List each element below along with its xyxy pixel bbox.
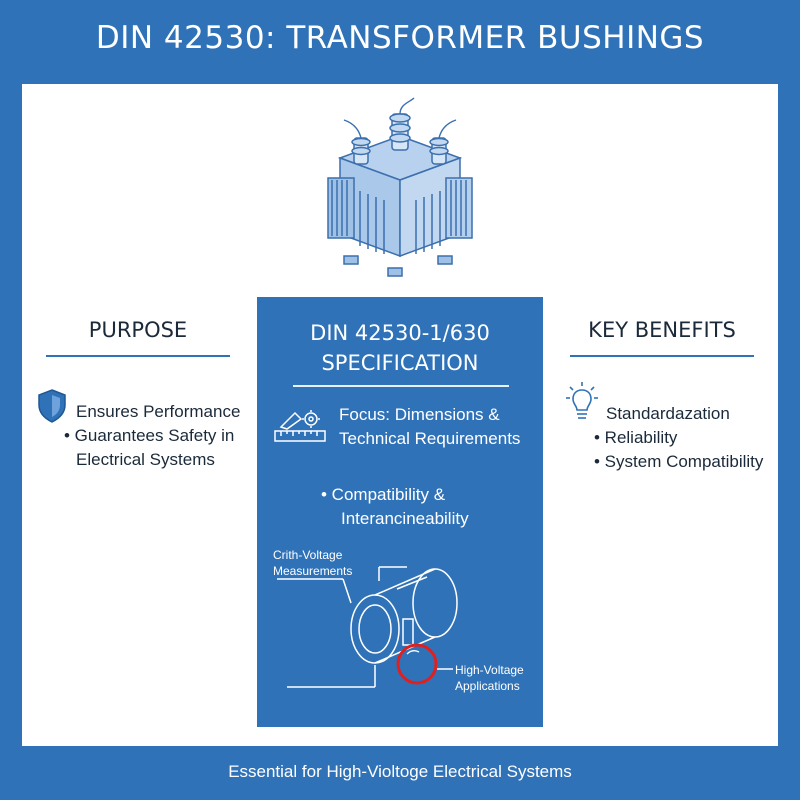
lightbulb-icon	[564, 380, 600, 424]
spec-heading-line-2: SPECIFICATION	[321, 351, 479, 375]
bushing-icon	[257, 537, 543, 727]
benefits-line-3: • System Compatibility	[594, 452, 764, 471]
purpose-line-1: Ensures Performance	[76, 402, 241, 421]
spec-focus-line-1: Focus: Dimensions &	[339, 405, 500, 424]
label-measurements-line-2: Measurements	[273, 564, 353, 578]
label-applications-line-1: High-Voltage	[455, 663, 524, 677]
purpose-text: Ensures Performance • Guarantees Safety …	[64, 400, 240, 472]
benefits-divider	[570, 355, 754, 357]
purpose-heading: PURPOSE	[88, 318, 188, 342]
footer-tagline: Essential for High-Violtoge Electrical S…	[228, 762, 572, 781]
purpose-line-3: Electrical Systems	[76, 450, 215, 469]
shield-icon	[36, 388, 68, 424]
benefits-text: Standardazation • Reliability • System C…	[594, 402, 763, 474]
label-measurements-line-1: Crith-Voltage	[273, 548, 343, 562]
benefits-line-1: Standardazation	[606, 404, 730, 423]
spec-compat-line-2: Interancineability	[341, 509, 469, 528]
page-title: DIN 42530: TRANSFORMER BUSHINGS	[95, 20, 705, 56]
label-applications-line-2: Applications	[455, 679, 520, 693]
spec-compat-line-1: • Compatibility &	[321, 485, 446, 504]
purpose-line-2: • Guarantees Safety in	[64, 426, 235, 445]
purpose-divider	[46, 355, 230, 357]
transformer-icon	[310, 96, 490, 286]
spec-focus-line-2: Technical Requirements	[339, 429, 521, 448]
benefits-heading: KEY BENEFITS	[588, 318, 736, 342]
spec-heading-line-1: DIN 42530-1/630	[310, 321, 490, 345]
benefits-line-2: • Reliability	[594, 428, 678, 447]
specification-box: DIN 42530-1/630 SPECIFICATION Focus: Dim…	[257, 297, 543, 727]
spec-divider	[293, 385, 509, 387]
ruler-gear-icon	[273, 407, 327, 445]
